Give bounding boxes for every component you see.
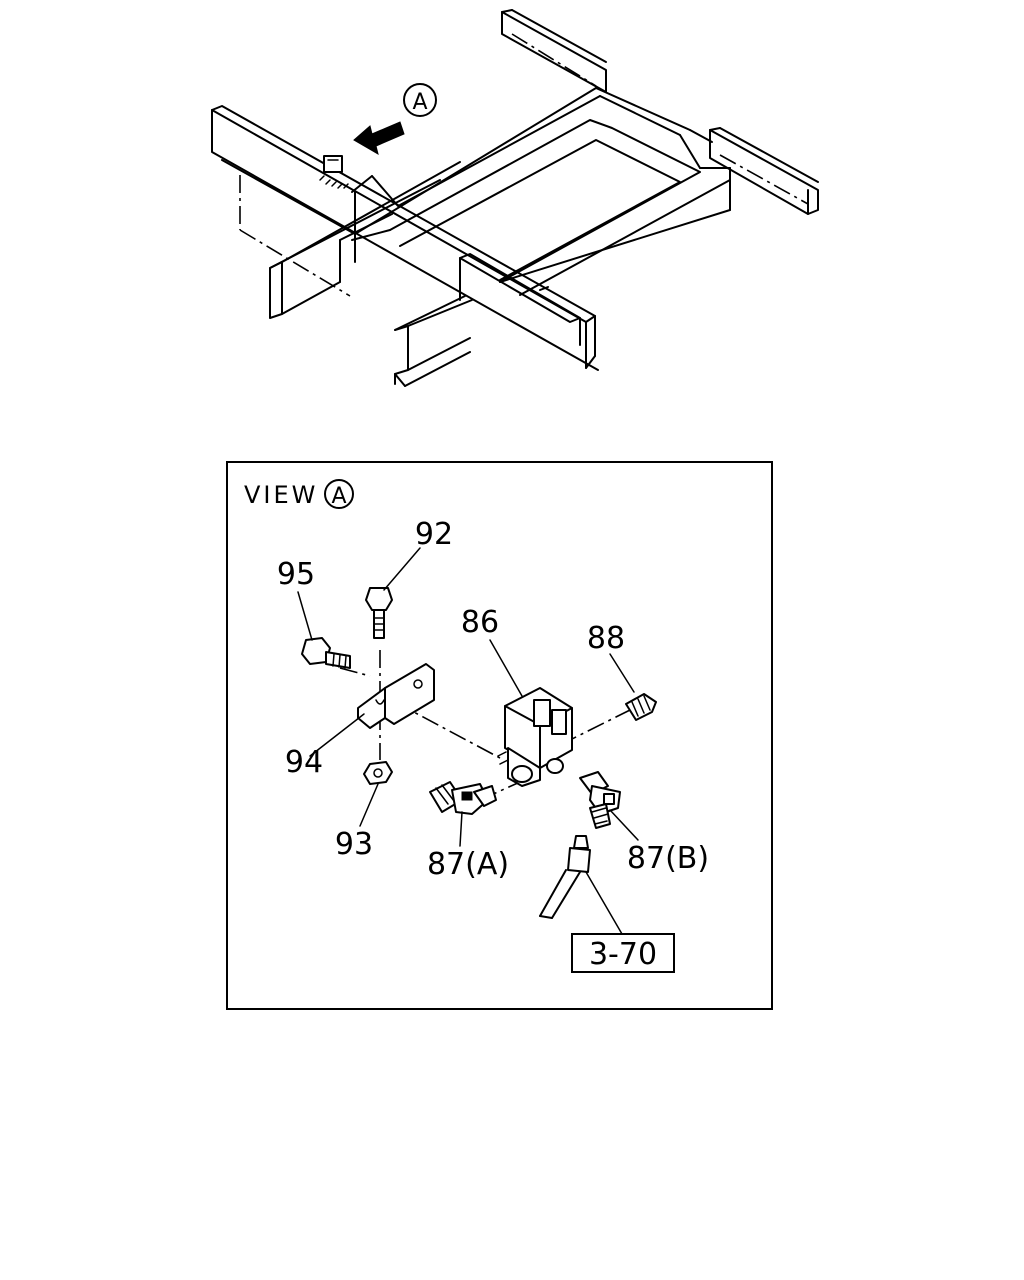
- rear-cross-member: [501, 9, 607, 93]
- view-arrow-icon: [353, 121, 405, 156]
- bracket-94: [357, 663, 435, 729]
- left-side-rail: [211, 105, 599, 371]
- callout-88: 88: [587, 621, 625, 656]
- center-bracket: [459, 253, 581, 346]
- detail-view-a: VIEW A: [226, 461, 773, 1010]
- view-title-marker: A: [331, 484, 346, 509]
- view-title: VIEW: [244, 481, 318, 509]
- callout-95: 95: [277, 557, 315, 592]
- view-marker-a-text: A: [412, 90, 427, 115]
- valve-86: [497, 687, 573, 787]
- callout-86: 86: [461, 605, 499, 640]
- callout-94: 94: [285, 745, 323, 780]
- callout-87b: 87(B): [627, 841, 709, 876]
- view-title-circle: [324, 479, 354, 509]
- pipe-3-70: [539, 835, 591, 919]
- bolt-95: [301, 637, 351, 669]
- reference-box-label: 3-70: [589, 937, 657, 972]
- elbow-87b: [579, 771, 621, 829]
- valve-location-marker: [319, 155, 399, 233]
- callout-93: 93: [335, 827, 373, 862]
- leader-lines: [297, 547, 639, 935]
- lower-cross-member: [394, 295, 473, 387]
- nut-93: [363, 761, 393, 785]
- plug-88: [625, 693, 657, 721]
- reference-box-3-70[interactable]: 3-70: [571, 933, 675, 973]
- right-side-rail: [354, 87, 731, 263]
- view-marker-a: A: [403, 83, 437, 117]
- callout-87a: 87(A): [427, 847, 509, 882]
- bolt-92: [365, 587, 393, 639]
- callout-92: 92: [415, 517, 453, 552]
- inner-frame: [351, 119, 731, 296]
- front-right-cross-member: [709, 127, 819, 215]
- chassis-frame-overview: A: [211, 9, 819, 387]
- elbow-87a: [429, 781, 497, 815]
